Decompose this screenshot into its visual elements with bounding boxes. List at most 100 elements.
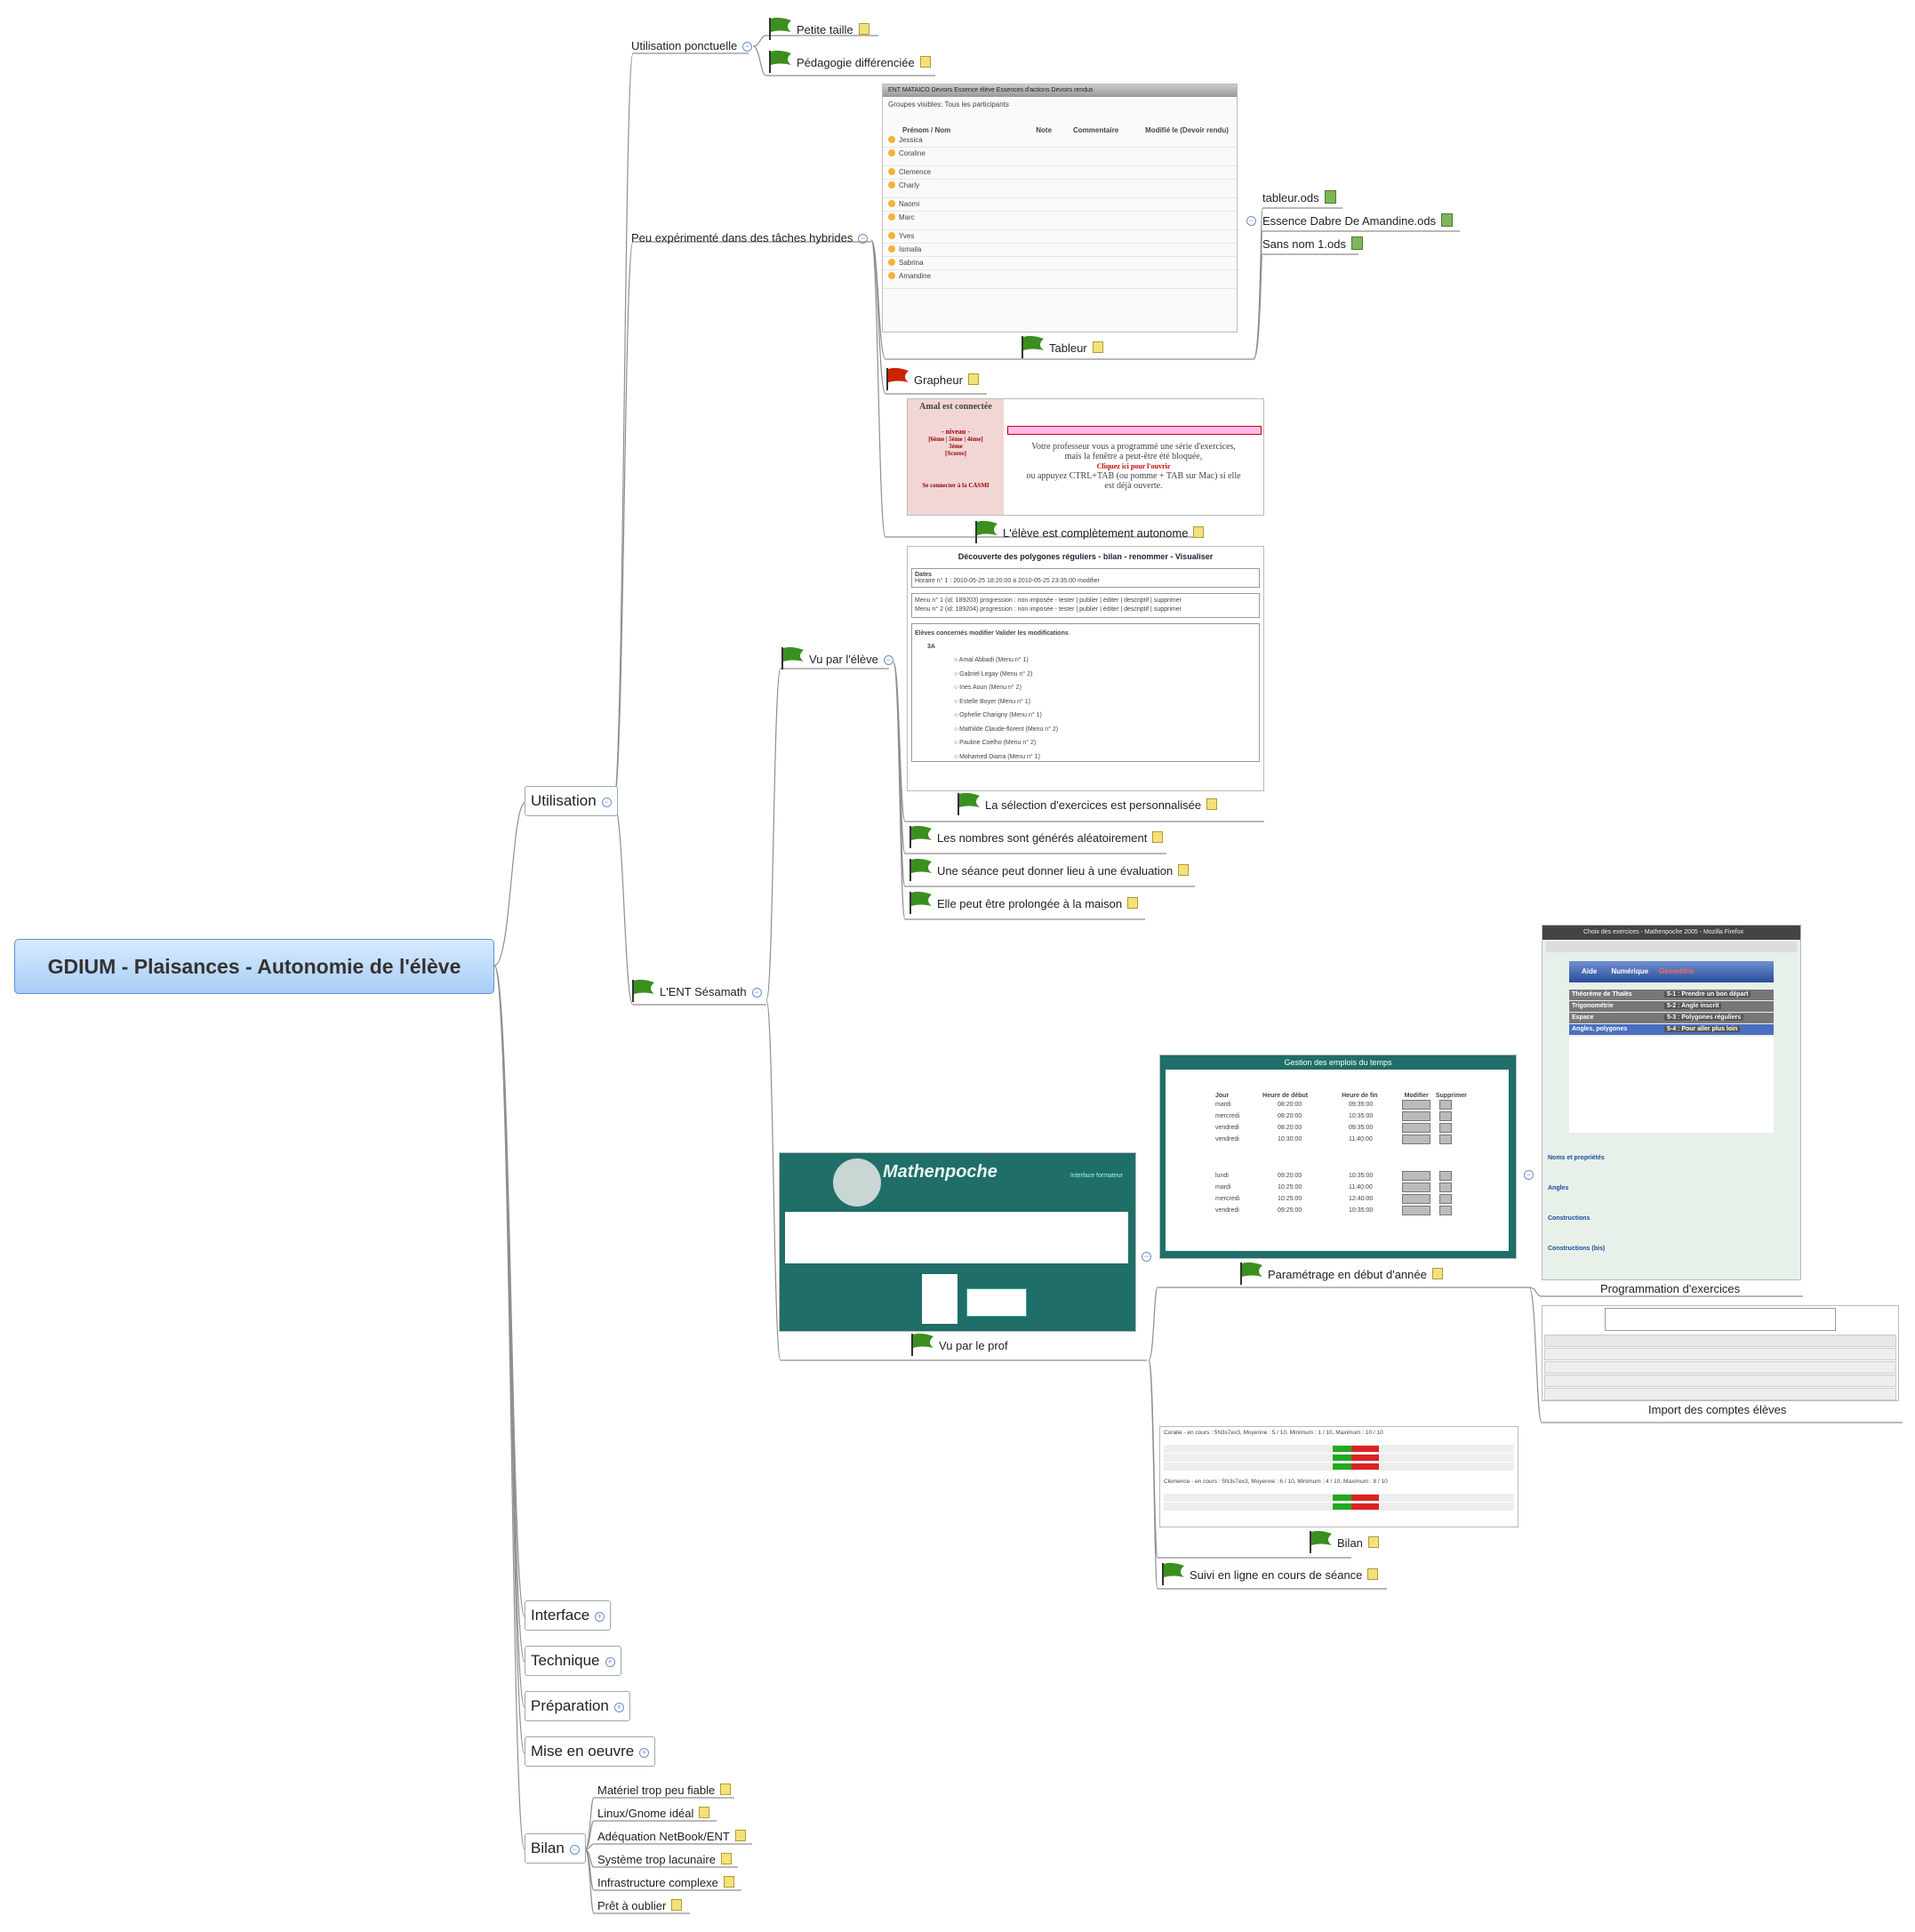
branch-interface[interactable]: Interface+ <box>525 1600 612 1631</box>
branch-technique[interactable]: Technique+ <box>525 1646 621 1676</box>
node-bilan-item[interactable]: Matériel trop peu fiable <box>597 1784 732 1798</box>
node-file-tableur[interactable]: tableur.ods <box>1262 190 1336 205</box>
collapse-icon[interactable]: − <box>1246 216 1256 226</box>
collapse-icon[interactable]: − <box>751 988 762 998</box>
node-file-sans-nom[interactable]: Sans nom 1.ods <box>1262 236 1363 252</box>
node-prolongee-maison[interactable]: Elle peut être prolongée à la maison <box>907 890 1139 915</box>
note-icon[interactable] <box>919 56 931 68</box>
note-icon[interactable] <box>1127 897 1139 909</box>
collapse-icon[interactable]: − <box>883 655 893 665</box>
note-icon[interactable] <box>1092 341 1103 353</box>
spreadsheet-icon <box>1441 213 1454 227</box>
note-icon[interactable] <box>671 1899 683 1911</box>
node-pedagogie-differenciee[interactable]: Pédagogie différenciée <box>766 49 931 74</box>
collapse-icon[interactable]: − <box>1142 1252 1151 1262</box>
progress-bar <box>1333 1495 1379 1501</box>
table-row <box>1164 1503 1514 1511</box>
exercise-line: Noms et propriétés <box>1548 1155 1605 1161</box>
table-row <box>1544 1375 1896 1387</box>
green-flag-icon <box>911 1333 933 1356</box>
note-icon[interactable] <box>1152 831 1164 843</box>
note-icon[interactable] <box>1431 1268 1443 1279</box>
note-icon[interactable] <box>1367 1536 1379 1548</box>
note-icon[interactable] <box>734 1830 746 1841</box>
branch-utilisation[interactable]: Utilisation− <box>525 786 618 816</box>
note-icon[interactable] <box>720 1784 732 1795</box>
node-suivi-en-ligne[interactable]: Suivi en ligne en cours de séance <box>1159 1561 1379 1586</box>
screenshot-tabs: ENT MATAICO Devoirs Essence élève Essenc… <box>883 84 1237 97</box>
node-petite-taille[interactable]: Petite taille <box>766 16 869 41</box>
node-bilan-item[interactable]: Linux/Gnome idéal <box>597 1807 710 1821</box>
node-utilisation-ponctuelle[interactable]: Utilisation ponctuelle− <box>631 39 753 53</box>
progress-bar <box>1333 1446 1379 1452</box>
table-row <box>1164 1454 1514 1462</box>
expand-icon[interactable]: + <box>595 1612 605 1622</box>
node-label: Suivi en ligne en cours de séance <box>1190 1568 1363 1582</box>
node-programmation[interactable]: Programmation d'exercices <box>1600 1282 1740 1296</box>
branch-preparation[interactable]: Préparation+ <box>525 1691 630 1721</box>
smiley-icon <box>888 213 895 220</box>
branch-mise-en-oeuvre[interactable]: Mise en oeuvre+ <box>525 1736 656 1767</box>
exercise-line: Angles <box>1548 1185 1569 1191</box>
node-ent-sesamath[interactable]: L'ENT Sésamath− <box>629 978 762 1003</box>
modify-button <box>1402 1182 1430 1192</box>
branch-bilan[interactable]: Bilan− <box>525 1833 586 1864</box>
node-eleve-autonome[interactable]: L'élève est complètement autonome <box>973 519 1205 544</box>
bilan-screenshot: Coralie - en cours : 5N3s7ex3, Moyenne :… <box>1159 1426 1518 1527</box>
node-file-essence[interactable]: Essence Dabre De Amandine.ods <box>1262 213 1454 228</box>
node-label: L'élève est complètement autonome <box>1003 526 1189 540</box>
smiley-icon <box>888 245 895 253</box>
node-selection-personnalisee[interactable]: La sélection d'exercices est personnalis… <box>955 791 1218 816</box>
green-flag-icon <box>769 17 791 40</box>
node-bilan-item[interactable]: Adéquation NetBook/ENT <box>597 1830 746 1844</box>
node-label: Sans nom 1.ods <box>1262 237 1346 251</box>
progress-bar <box>1333 1463 1379 1470</box>
node-import-comptes[interactable]: Import des comptes élèves <box>1648 1403 1786 1417</box>
note-icon[interactable] <box>1206 798 1218 810</box>
note-icon[interactable] <box>1193 526 1205 538</box>
note-icon[interactable] <box>720 1853 732 1864</box>
table-row: Clemence <box>883 166 1237 180</box>
note-icon[interactable] <box>723 1876 734 1888</box>
collapse-icon[interactable]: − <box>1524 1170 1534 1180</box>
collapse-icon[interactable]: − <box>858 234 869 244</box>
node-bilan-item[interactable]: Prêt à oublier <box>597 1899 683 1913</box>
node-parametrage[interactable]: Paramétrage en début d'année <box>1238 1261 1443 1286</box>
node-nombres-aleatoires[interactable]: Les nombres sont générés aléatoirement <box>907 824 1164 849</box>
node-label: Infrastructure complexe <box>597 1876 718 1889</box>
node-tableur[interactable]: Tableur <box>1019 334 1103 359</box>
student-name: Clemence <box>899 168 932 176</box>
table-row: Amandine <box>883 270 1237 289</box>
node-bilan-prof[interactable]: Bilan <box>1307 1529 1379 1554</box>
expand-icon[interactable]: + <box>605 1657 615 1667</box>
expand-icon[interactable]: + <box>613 1703 624 1712</box>
collapse-icon[interactable]: − <box>601 798 612 807</box>
note-icon[interactable] <box>967 373 979 385</box>
note-icon[interactable] <box>1367 1568 1379 1580</box>
node-seance-evaluation[interactable]: Une séance peut donner lieu à une évalua… <box>907 857 1190 882</box>
note-icon[interactable] <box>858 23 869 35</box>
node-label: Essence Dabre De Amandine.ods <box>1262 214 1437 228</box>
node-grapheur[interactable]: Grapheur <box>884 366 979 391</box>
collapse-icon[interactable]: − <box>742 42 753 52</box>
note-icon[interactable] <box>1178 864 1190 876</box>
expand-icon[interactable]: + <box>639 1748 650 1758</box>
node-vu-par-eleve[interactable]: Vu par l'élève− <box>779 645 893 670</box>
modify-button <box>1402 1170 1430 1181</box>
prof-screenshot: Mathenpoche Interface formateur <box>779 1152 1136 1332</box>
green-flag-icon <box>632 979 654 1002</box>
node-vu-par-prof[interactable]: Vu par le prof <box>909 1332 1008 1357</box>
node-bilan-item[interactable]: Système trop lacunaire <box>597 1853 732 1867</box>
smiley-icon <box>888 232 895 239</box>
collapse-icon[interactable]: − <box>569 1845 580 1855</box>
programmation-screenshot: Choix des exercices - Mathenpoche 2005 -… <box>1542 925 1801 1280</box>
table-row <box>1544 1388 1896 1400</box>
note-icon[interactable] <box>699 1807 710 1818</box>
node-taches-hybrides[interactable]: Peu expérimenté dans des tâches hybrides… <box>631 231 869 245</box>
root-node[interactable]: GDIUM - Plaisances - Autonomie de l'élèv… <box>14 939 494 994</box>
table-row <box>1544 1348 1896 1360</box>
node-bilan-item[interactable]: Infrastructure complexe <box>597 1876 734 1890</box>
